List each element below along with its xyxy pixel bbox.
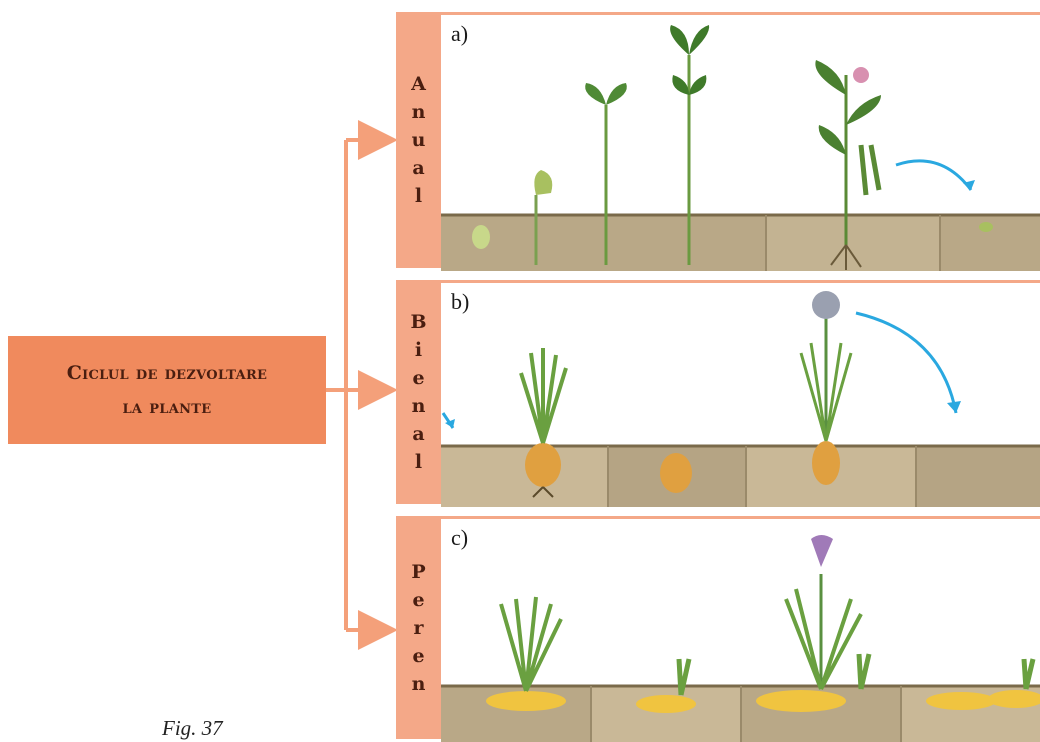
label-perennial: P e r e n	[396, 516, 441, 739]
tag-c: c)	[451, 525, 468, 551]
title-line-1: Ciclul de dezvoltare	[67, 356, 268, 390]
letter: n	[412, 670, 426, 698]
letter: a	[412, 420, 424, 448]
letter: r	[413, 614, 423, 642]
label-biennial: B i e n a l	[396, 280, 441, 504]
perennial-illustration	[441, 519, 1040, 742]
letter: A	[411, 70, 426, 98]
biennial-illustration	[441, 283, 1040, 507]
panel-perennial: c)	[441, 516, 1040, 742]
annual-illustration	[441, 15, 1040, 271]
letter: i	[415, 336, 422, 364]
panel-biennial: b)	[441, 280, 1040, 507]
panel-annual: a)	[441, 12, 1040, 271]
tag-a: a)	[451, 21, 468, 47]
letter: l	[415, 182, 422, 210]
letter: e	[412, 586, 424, 614]
figure-caption: Fig. 37	[162, 716, 223, 741]
letter: l	[415, 448, 422, 476]
plant-cycle-title-box: Ciclul de dezvoltare la plante	[8, 336, 326, 444]
letter: n	[412, 98, 426, 126]
letter: n	[412, 392, 426, 420]
letter: e	[412, 642, 424, 670]
letter: u	[412, 126, 426, 154]
tag-b: b)	[451, 289, 469, 315]
title-line-2: la plante	[122, 390, 211, 424]
letter: e	[412, 364, 424, 392]
letter: P	[411, 558, 425, 586]
letter: a	[412, 154, 424, 182]
label-annual: A n u a l	[396, 12, 441, 268]
letter: B	[410, 308, 426, 336]
